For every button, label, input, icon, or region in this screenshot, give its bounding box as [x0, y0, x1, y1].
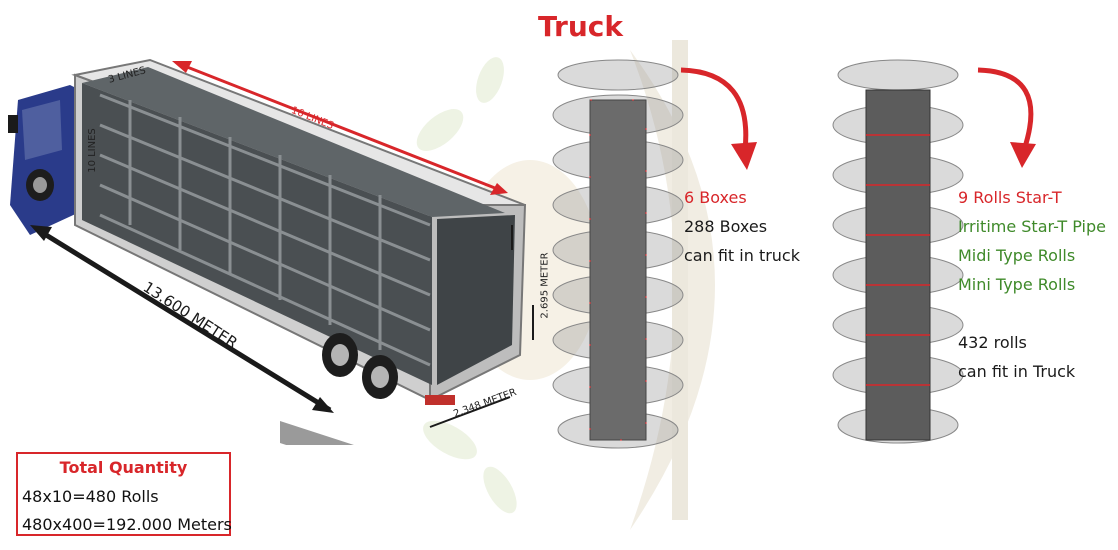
rolls-product-label: Irritime Star-T Pipe	[958, 217, 1106, 236]
total-rolls-line: 48x10=480 Rolls	[22, 487, 159, 506]
rolls-fit-label: can fit in Truck	[958, 362, 1076, 381]
roll-stack-image	[832, 59, 964, 444]
boxes-total-label: 288 Boxes	[684, 217, 768, 236]
midi-type-label: Midi Type Rolls	[958, 246, 1076, 265]
rolls-total-label: 432 rolls	[958, 333, 1027, 352]
boxes-count-label: 6 Boxes	[684, 188, 747, 207]
ten-lines-label: 10 LINES	[86, 128, 98, 173]
double-arrow-icon	[36, 227, 332, 413]
mini-type-label: Mini Type Rolls	[958, 275, 1076, 294]
total-meters-line: 480x400=192.000 Meters	[22, 515, 232, 534]
boxes-fit-label: can fit in truck	[684, 246, 800, 265]
curved-arrow-icon	[680, 67, 757, 170]
page-title: Truck	[538, 10, 623, 43]
curved-arrow-icon	[977, 67, 1036, 168]
box-stack-image	[552, 59, 684, 449]
rolls-count-label: 9 Rolls Star-T	[958, 188, 1062, 207]
total-quantity-title: Total Quantity	[59, 458, 188, 477]
total-quantity-box: Total Quantity 48x10=480 Rolls 480x400=1…	[16, 452, 232, 536]
truck-illustration	[8, 58, 534, 445]
